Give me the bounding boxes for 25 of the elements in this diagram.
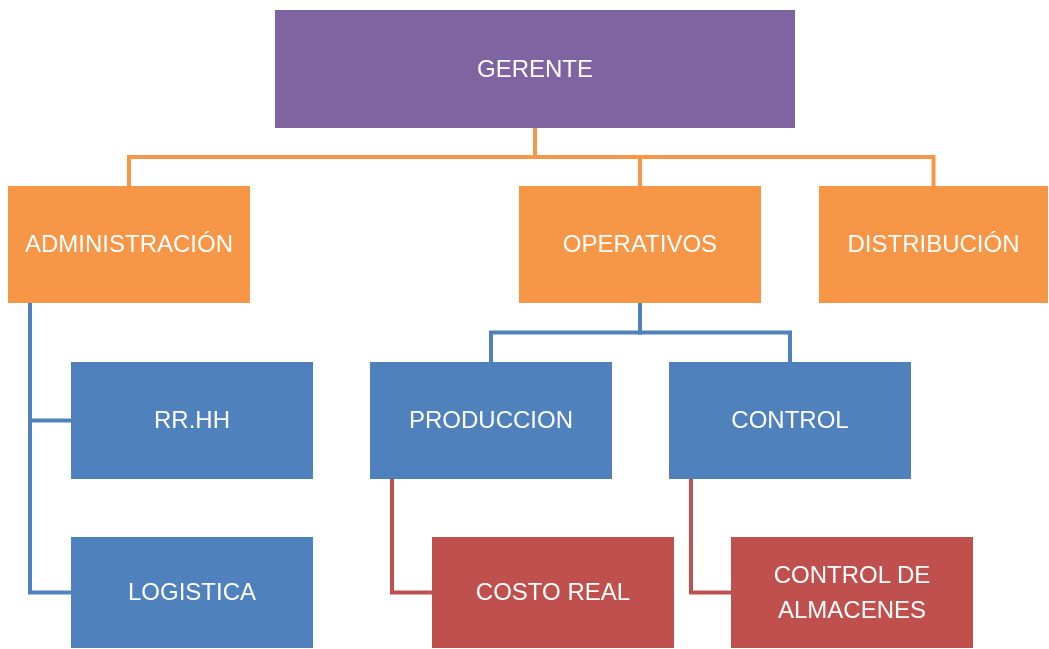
org-box — [819, 186, 1048, 303]
box-label: CONTROL — [731, 405, 849, 436]
box-label: PRODUCCION — [409, 405, 573, 436]
box-label: RR.HH — [154, 405, 230, 436]
box-label: ADMINISTRACIÓN — [25, 229, 233, 260]
box-label: OPERATIVOS — [562, 229, 718, 260]
box-label: COSTO REAL — [475, 577, 631, 608]
org-box — [71, 537, 313, 648]
org-box — [275, 10, 795, 128]
connector-line — [689, 479, 731, 595]
box-label: LOGISTICA — [128, 577, 256, 608]
org-box — [8, 186, 250, 303]
org-box — [519, 186, 761, 303]
connector-line — [390, 479, 432, 595]
connector-line — [28, 303, 71, 595]
box-label: DISTRIBUCIÓN — [847, 229, 1020, 260]
box-label: CONTROL DE ALMACENES — [772, 559, 932, 625]
org-box — [432, 537, 674, 648]
org-box — [71, 362, 313, 479]
org-box — [370, 362, 612, 479]
connector-line — [533, 128, 936, 186]
org-box — [731, 537, 973, 648]
connector-line — [638, 303, 792, 362]
box-label: GERENTE — [477, 53, 593, 84]
org-box — [669, 362, 911, 479]
